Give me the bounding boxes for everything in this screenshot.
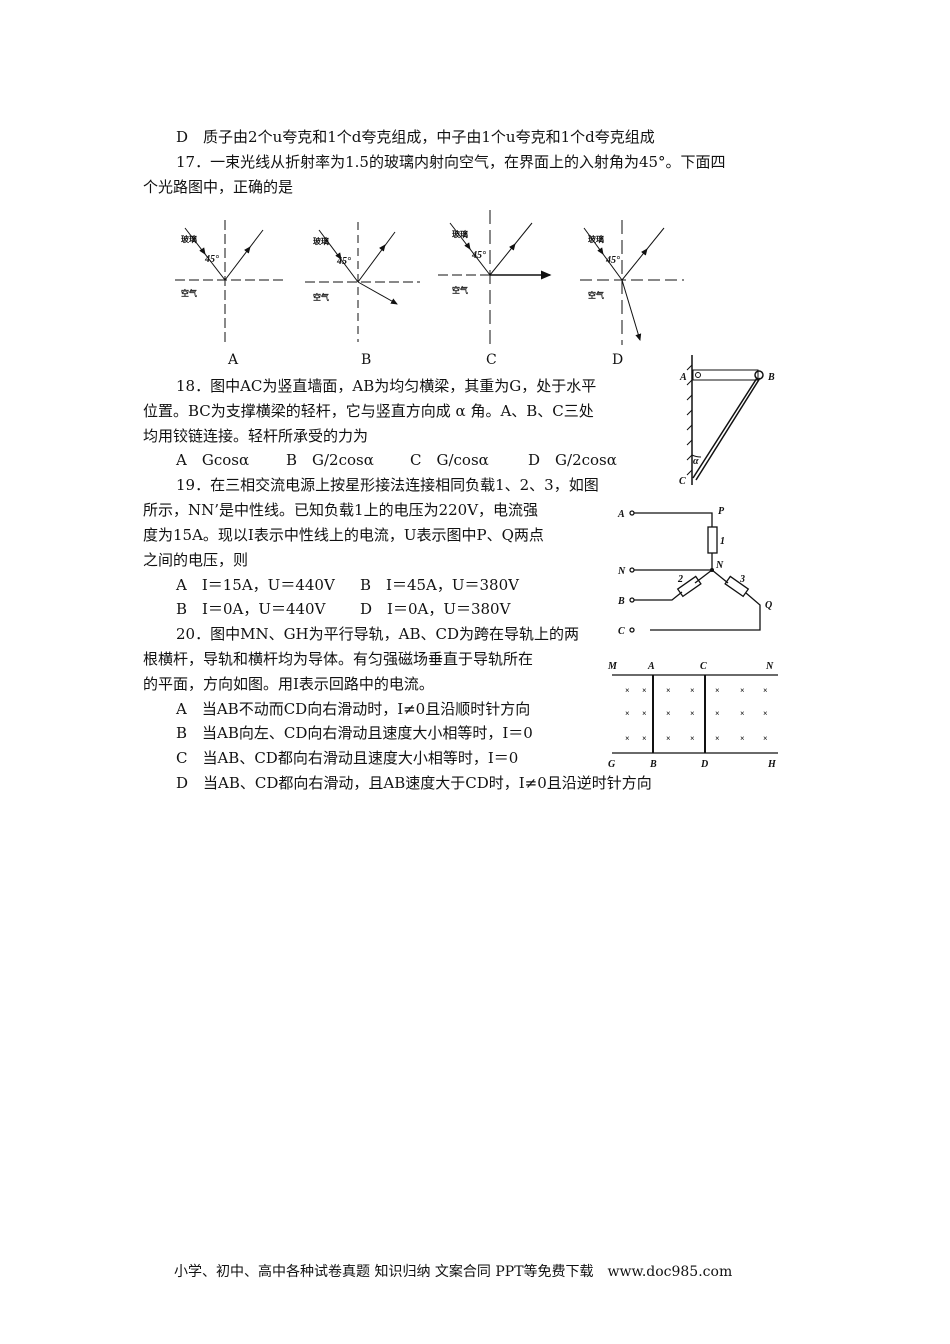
glass-label: 玻璃 [588, 234, 604, 244]
label-c: C [700, 661, 707, 672]
diagram-c: 玻璃 45° 空气 [438, 210, 552, 345]
diagram-b: 玻璃 45° 空气 [305, 222, 420, 342]
q18-text: 位置。BC为支撑横梁的轻杆，它与竖直方向成 α 角。A、B、C三处 [143, 402, 594, 420]
diagram-label-a: A [228, 352, 239, 368]
label-c: C [618, 626, 625, 637]
q18-option-a: A Gcosα [176, 451, 250, 469]
q20-option-c: C 当AB、CD都向右滑动且速度大小相等时，I＝0 [176, 749, 519, 767]
diagram-label-c: C [486, 352, 497, 368]
label-n-prime: N [715, 560, 724, 571]
label-m: M [607, 661, 618, 672]
q20-text: 根横杆，导轨和横杆均为导体。有匀强磁场垂直于导轨所在 [143, 650, 534, 668]
air-label: 空气 [181, 288, 197, 298]
angle-label: 45° [605, 255, 620, 266]
point-b: B [767, 372, 775, 383]
q20-option-b: B 当AB向左、CD向右滑动且速度大小相等时，I＝0 [176, 724, 533, 742]
load-1: 1 [720, 536, 725, 547]
label-a: A [617, 509, 625, 520]
field-cross-icon: × [625, 734, 630, 743]
q19-option-a: A I＝15A，U＝440V [176, 576, 335, 594]
field-cross-icon: × [763, 686, 768, 695]
label-n: N [765, 661, 774, 672]
field-cross-icon: × [625, 709, 630, 718]
air-label: 空气 [452, 285, 468, 295]
rail-diagram: × × × × × × × × × × × × × × × × × × × × × M A C N G B D H [607, 661, 778, 770]
field-cross-icon: × [715, 686, 720, 695]
diagram-a: 玻璃 45° 空气 [175, 220, 285, 345]
point-a: A [679, 372, 687, 383]
field-cross-icon: × [763, 734, 768, 743]
angle-label: 45° [471, 250, 486, 261]
q19-option-b: B I＝45A，U＝380V [360, 576, 519, 594]
air-label: 空气 [588, 290, 604, 300]
glass-label: 玻璃 [181, 234, 197, 244]
q20-text: 的平面，方向如图。用I表示回路中的电流。 [143, 675, 434, 693]
field-cross-icon: × [740, 734, 745, 743]
field-cross-icon: × [666, 686, 671, 695]
field-cross-icon: × [715, 709, 720, 718]
alpha-label: α [693, 456, 699, 467]
diagram-d: 玻璃 45° 空气 [580, 220, 684, 345]
glass-label: 玻璃 [313, 236, 329, 246]
q18-option-d: D G/2cosα [528, 451, 617, 469]
q19-text: 19．在三相交流电源上按星形接法连接相同负载1、2、3，如图 [176, 476, 599, 494]
label-b: B [649, 759, 657, 770]
q18-option-c: C G/cosα [410, 451, 489, 469]
q20-text: 20．图中MN、GH为平行导轨，AB、CD为跨在导轨上的两 [176, 625, 579, 643]
air-label: 空气 [313, 292, 329, 302]
q17-text: 17．一束光线从折射率为1.5的玻璃内射向空气，在界面上的入射角为45°。下面四 [176, 153, 726, 171]
q19-text: 度为15A。现以I表示中性线上的电流，U表示图中P、Q两点 [143, 526, 544, 544]
q20-option-d: D 当AB、CD都向右滑动，且AB速度大于CD时，I≠0且沿逆时针方向 [176, 774, 652, 792]
field-cross-icon: × [690, 709, 695, 718]
footer: 小学、初中、高中各种试卷真题 知识归纳 文案合同 PPT等免费下载 www.do… [174, 1264, 733, 1280]
light-path-diagrams: 玻璃 45° 空气 玻璃 45° 空气 玻璃 45° 空气 玻璃 45° 空气 [175, 210, 684, 345]
point-c: C [679, 476, 686, 487]
q17-text: 个光路图中，正确的是 [143, 178, 294, 196]
field-cross-icon: × [666, 709, 671, 718]
load-3: 3 [739, 574, 745, 585]
field-cross-icon: × [763, 709, 768, 718]
field-cross-icon: × [642, 734, 647, 743]
field-cross-icon: × [625, 686, 630, 695]
field-cross-icon: × [642, 709, 647, 718]
field-cross-icon: × [690, 734, 695, 743]
glass-label: 玻璃 [452, 229, 468, 239]
q19-option-d: D I＝0A，U＝380V [360, 600, 511, 618]
q19-text: 之间的电压，则 [143, 551, 249, 569]
field-cross-icon: × [740, 686, 745, 695]
q18-option-b: B G/2cosα [286, 451, 374, 469]
q19-text: 所示，NN’是中性线。已知负载1上的电压为220V，电流强 [143, 501, 539, 519]
field-cross-icon: × [740, 709, 745, 718]
q19-option-c: B I＝0A，U＝440V [176, 600, 326, 618]
label-n: N [617, 566, 626, 577]
label-d: D [700, 759, 708, 770]
label-a: A [647, 661, 655, 672]
field-cross-icon: × [715, 734, 720, 743]
label-p: P [718, 506, 725, 517]
label-b: B [617, 596, 625, 607]
field-cross-icon: × [642, 686, 647, 695]
field-cross-icon: × [666, 734, 671, 743]
diagram-label-d: D [612, 352, 624, 368]
q16-option-d: D 质子由2个u夸克和1个d夸克组成，中子由1个u夸克和1个d夸克组成 [176, 128, 655, 146]
angle-label: 45° [336, 256, 351, 267]
field-cross-icon: × [690, 686, 695, 695]
beam-diagram: A B C α [679, 355, 775, 487]
angle-label: 45° [204, 254, 219, 265]
label-h: H [767, 759, 777, 770]
three-phase-circuit: A N B C P Q N 1 2 3 [617, 506, 772, 637]
diagram-label-b: B [361, 352, 372, 368]
load-2: 2 [677, 574, 683, 585]
label-g: G [608, 759, 616, 770]
q18-text: 18．图中AC为竖直墙面，AB为均匀横梁，其重为G，处于水平 [176, 377, 597, 395]
q20-option-a: A 当AB不动而CD向右滑动时，I≠0且沿顺时针方向 [176, 700, 531, 718]
q18-text: 均用铰链连接。轻杆所承受的力为 [143, 427, 369, 445]
label-q: Q [765, 600, 772, 611]
